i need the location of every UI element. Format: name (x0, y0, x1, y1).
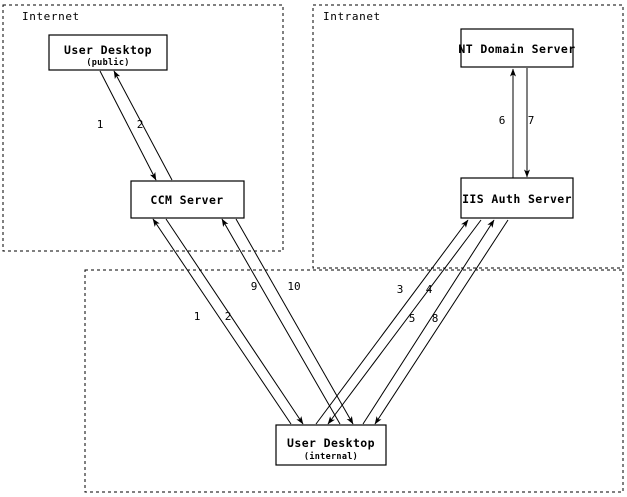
step-label-5: 5 (409, 312, 416, 325)
flow-line-step-2-public (113, 70, 173, 181)
flow-line-step-1-public (99, 70, 157, 181)
node-box-ccm-server[interactable] (130, 180, 245, 219)
node-subtitle-user-desktop-internal: (internal) (304, 451, 358, 462)
step-label-10: 10 (287, 280, 300, 293)
step-label-4: 4 (426, 283, 433, 296)
flow-public-desktop-to-ccm (99, 70, 173, 181)
step-label-6: 6 (499, 114, 506, 127)
step-label-7: 7 (528, 114, 535, 127)
step-label-3: 3 (397, 283, 404, 296)
flow-line-step-2-internal (165, 218, 304, 425)
node-title-iis-auth-server: IIS Auth Server (462, 192, 572, 206)
node-ccm-server[interactable]: CCM Server (130, 180, 245, 219)
zone-label-internet: Internet (22, 10, 80, 23)
zone-internet-boundary (2, 4, 284, 252)
flow-ccm-to-internal-desktop-late (221, 218, 354, 425)
node-user-desktop-public[interactable]: User Desktop (public) (48, 34, 168, 71)
step-label-1-internal: 1 (194, 310, 201, 323)
node-box-user-desktop-internal[interactable] (275, 424, 387, 466)
node-user-desktop-internal[interactable]: User Desktop (internal) (275, 424, 387, 466)
flow-internal-desktop-to-iis-a (315, 219, 482, 425)
flow-line-step-1-internal (152, 218, 292, 425)
step-label-1-public: 1 (97, 118, 104, 131)
flow-internal-desktop-to-ccm (152, 218, 304, 425)
flow-iis-to-nt-domain (510, 68, 530, 178)
flow-line-step-3 (315, 219, 469, 425)
flow-internal-desktop-to-iis-b (362, 219, 509, 425)
zone-label-intranet: Intranet (323, 10, 381, 23)
step-label-2-internal: 2 (225, 310, 232, 323)
node-title-nt-domain-server: NT Domain Server (458, 42, 575, 56)
node-subtitle-user-desktop-public: (public) (86, 57, 129, 68)
node-iis-auth-server[interactable]: IIS Auth Server (460, 177, 574, 219)
zone-internal-boundary (84, 269, 624, 493)
flow-line-step-10 (235, 218, 354, 425)
flow-line-step-4 (327, 219, 482, 425)
zone-intranet-boundary (312, 4, 624, 269)
node-title-ccm-server: CCM Server (150, 193, 223, 207)
flow-line-step-8 (374, 219, 509, 425)
node-title-user-desktop-public: User Desktop (64, 43, 152, 57)
node-nt-domain-server[interactable]: NT Domain Server (458, 28, 575, 68)
step-label-2-public: 2 (137, 118, 144, 131)
flow-line-step-5 (362, 219, 495, 425)
zone-boundaries (2, 4, 624, 493)
flow-line-step-9 (221, 218, 341, 425)
node-title-user-desktop-internal: User Desktop (287, 436, 375, 450)
node-box-nt-domain-server[interactable] (460, 28, 574, 68)
step-label-9: 9 (251, 280, 258, 293)
node-box-user-desktop-public[interactable] (48, 34, 168, 71)
step-number-labels: 1 2 6 7 9 10 3 4 1 2 5 8 (97, 114, 535, 325)
node-box-iis-auth-server[interactable] (460, 177, 574, 219)
step-label-8: 8 (432, 312, 439, 325)
